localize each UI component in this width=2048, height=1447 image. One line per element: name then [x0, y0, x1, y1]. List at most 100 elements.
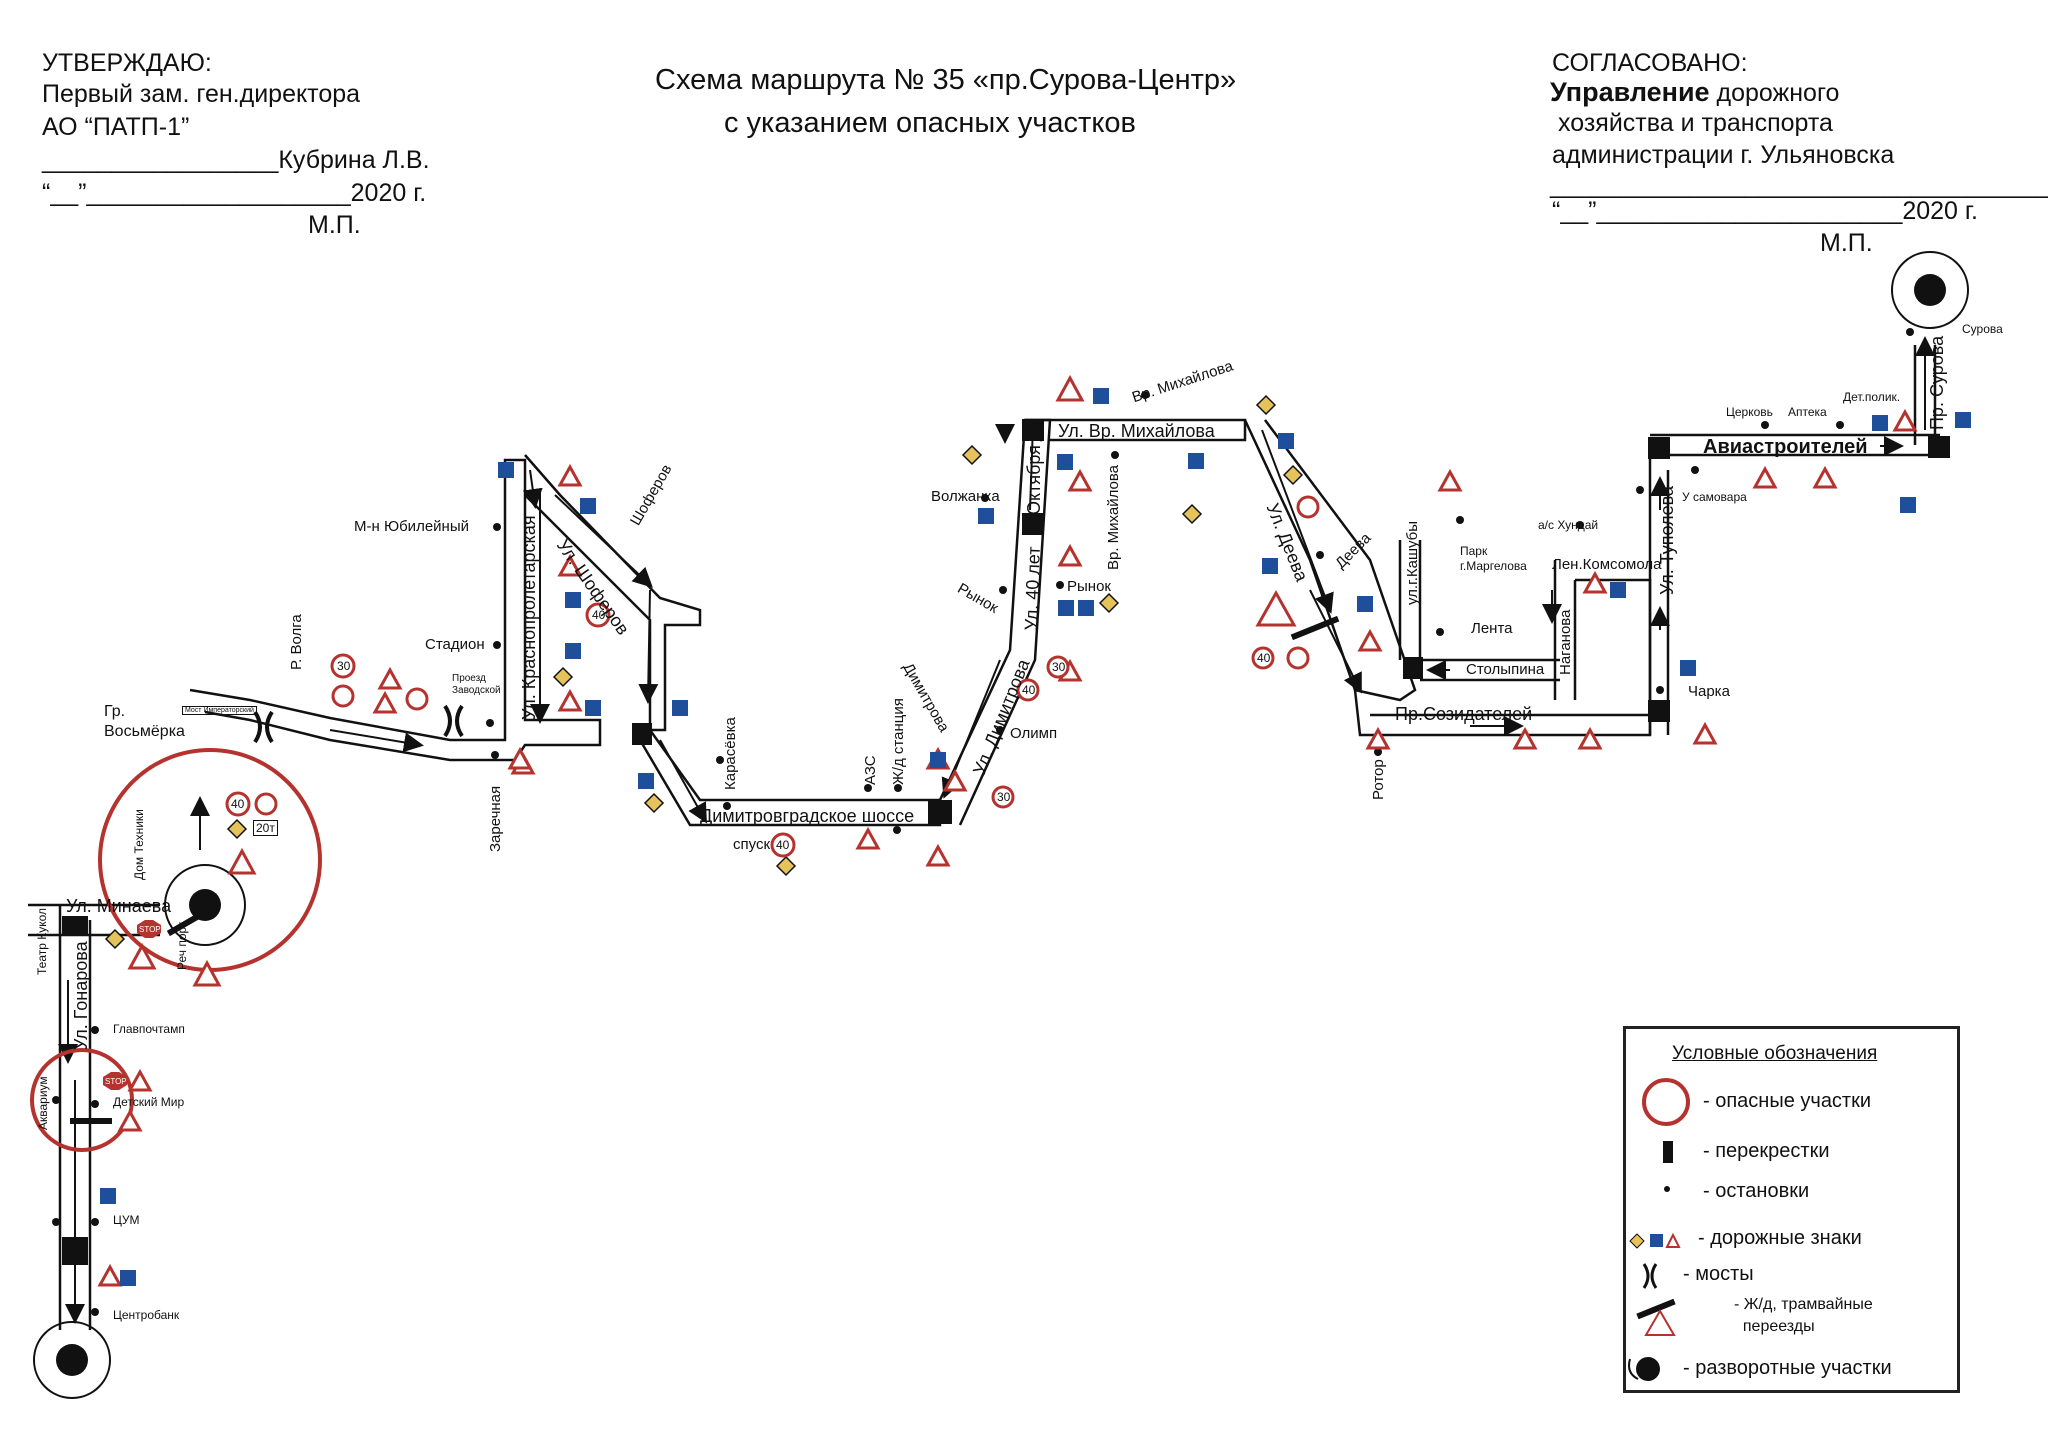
street-vr-mikhaylova: Ул. Вр. Михайлова [1058, 421, 1215, 441]
agreed-sign-line: _____________________________________ [1550, 171, 2048, 199]
legend-item-signs: - дорожные знаки [1698, 1227, 1862, 1249]
approve-date-line: “__”___________________2020 г. [42, 179, 427, 207]
approve-sign-line: _________________Кубрина Л.В. [42, 146, 430, 174]
stops [52, 328, 1914, 1316]
label-det-polik: Дет.полик. [1843, 390, 1901, 404]
agreed-line1: Управление дорожного [1550, 77, 1839, 108]
street-dimitrovgrad-highway: Димитровградское шоссе [700, 806, 915, 826]
legend-stop-symbol [1664, 1186, 1670, 1192]
speed-limit-30-b: 30 [1052, 660, 1066, 674]
label-proezd-zavodskoy: Проезд Заводской [452, 673, 501, 696]
label-azs: АЗС [862, 755, 879, 785]
warning-signs [97, 374, 1918, 1287]
label-olimp: Олимп [1010, 725, 1058, 742]
label-teatr-kukol: Театр Кукол [35, 907, 49, 975]
street-goncharova: Ул. Гонарова [71, 941, 91, 1050]
priority-signs [104, 394, 1304, 950]
street-aviastroiteley: Авиастроителей [1703, 436, 1868, 458]
label-park-margelova: Парк г.Маргелова [1460, 544, 1527, 573]
weight-limit-sign: 20т [253, 820, 278, 836]
street-tupoleva: Ул. Туполева [1657, 486, 1677, 595]
label-ac-hyundai: а/с Хундай [1538, 518, 1599, 532]
label-mn-yubileyny: М-н Юбилейный [354, 518, 469, 535]
legend-item-danger: - опасные участки [1703, 1090, 1872, 1112]
approve-seal: М.П. [308, 211, 361, 239]
street-krasnoproletarskaya: Ул. Краснопролетарская [519, 515, 539, 720]
street-stolypina: Столыпина [1466, 661, 1545, 678]
legend-item-stops: - остановки [1703, 1180, 1810, 1202]
label-volzhanka: Волжанка [931, 488, 1000, 505]
speed-limit-30-a: 30 [337, 659, 351, 673]
legend-priority-symbol [1629, 1233, 1645, 1249]
legend-box: Условные обозначения - опасные участки -… [1623, 1026, 1960, 1393]
approve-line1: Первый зам. ген.директора [42, 80, 361, 108]
speed-limit-40-d: 40 [1022, 683, 1036, 697]
speed-limit-40-e: 40 [1257, 651, 1271, 665]
legend-info-symbol [1650, 1234, 1663, 1247]
agreed-line1-rest: дорожного [1709, 79, 1840, 107]
street-sozidateley: Пр.Созидателей [1395, 704, 1533, 724]
label-spusk: спуск [733, 836, 771, 853]
legend-turnaround-symbol [1636, 1357, 1660, 1381]
label-vosmerka: Гр. Восьмёрка [104, 703, 185, 740]
scheme-title: Схема маршрута № 35 «пр.Сурова-Центр» [655, 64, 1237, 96]
agreed-line2: хозяйства и транспорта [1558, 109, 1833, 137]
label-volga: Р. Волга [288, 614, 305, 670]
speed-limit-40-b: 40 [231, 797, 245, 811]
label-u-samovara: У самовара [1682, 490, 1747, 504]
label-rynok-right: Рынок [1067, 578, 1111, 595]
legend-intersection-symbol [1663, 1141, 1673, 1163]
speed-limit-40-c: 40 [776, 838, 790, 852]
label-lenta: Лента [1471, 620, 1513, 637]
label-zarechnaya: Заречная [487, 785, 504, 852]
legend-turnaround-arrow [1628, 1358, 1639, 1380]
legend-bridge-symbol [1642, 1263, 1658, 1289]
street-naganova: Наганова [1557, 609, 1574, 675]
legend-title: Условные обозначения [1672, 1043, 1878, 1064]
turnaround-points [33, 251, 1969, 1399]
label-dom-tehniki: Дом Техники [132, 809, 146, 880]
agreed-date-line: “__”______________________2020 г. [1552, 197, 1978, 225]
info-signs [100, 388, 1971, 1286]
scheme-subtitle: с указанием опасных участков [724, 107, 1136, 139]
label-vr-mikhaylova-stop-side: Вр. Михайлова [1105, 464, 1122, 570]
approve-title: УТВЕРЖДАЮ: [42, 49, 212, 77]
stop-sign-text-b: STOP [105, 1077, 127, 1086]
rail-crossings [70, 615, 1340, 1124]
label-charka: Чарка [1688, 683, 1730, 700]
label-surova-stop: Сурова [1962, 322, 2003, 336]
label-apteka: Аптека [1788, 405, 1827, 419]
street-minaeva: Ул. Минаева [66, 896, 172, 916]
agreed-line3: администрации г. Ульяновска [1552, 141, 1895, 169]
intersections [62, 419, 1950, 1265]
speed-limit-40-a: 40 [592, 608, 606, 622]
label-glavpochtamp: Главпочтамп [113, 1022, 185, 1036]
label-stadion: Стадион [425, 636, 485, 653]
label-akvarium: Аквариум [36, 1076, 50, 1130]
speed-limit-30-c: 30 [997, 790, 1011, 804]
speed-limit-circles [225, 495, 1320, 858]
agreed-seal: М.П. [1820, 229, 1873, 257]
street-surova: Пр. Сурова [1927, 335, 1947, 430]
label-bridge-small: Мост Императорский [182, 706, 257, 715]
legend-rail-symbol [1636, 1298, 1676, 1320]
legend-item-intersections: - перекрестки [1703, 1140, 1830, 1162]
label-rotor: Ротор [1370, 759, 1387, 800]
label-cerkov: Церковь [1726, 405, 1773, 419]
label-detsky-mir: Детский Мир [113, 1095, 185, 1109]
label-cum: ЦУМ [113, 1213, 140, 1227]
street-kashuby: ул.г.Кашубы [1404, 520, 1421, 605]
legend-item-rail: - Ж/д, трамвайные переезды [1734, 1296, 1873, 1335]
agreed-line1-bold: Управление [1550, 77, 1710, 107]
legend-item-turnaround: - разворотные участки [1683, 1357, 1892, 1379]
street-len-komsomola: Лен.Комсомола [1552, 556, 1662, 573]
legend-item-bridges: - мосты [1683, 1263, 1754, 1285]
label-rech-port: Реч порт [175, 921, 189, 970]
street-oktyabrya: Октября [1024, 445, 1044, 515]
stop-sign-text-a: STOP [139, 925, 161, 934]
street-40-let: Ул. 40 лет [1020, 546, 1044, 631]
legend-symbols [1628, 1078, 1690, 1381]
label-karasevka: Карасёвка [722, 717, 739, 790]
